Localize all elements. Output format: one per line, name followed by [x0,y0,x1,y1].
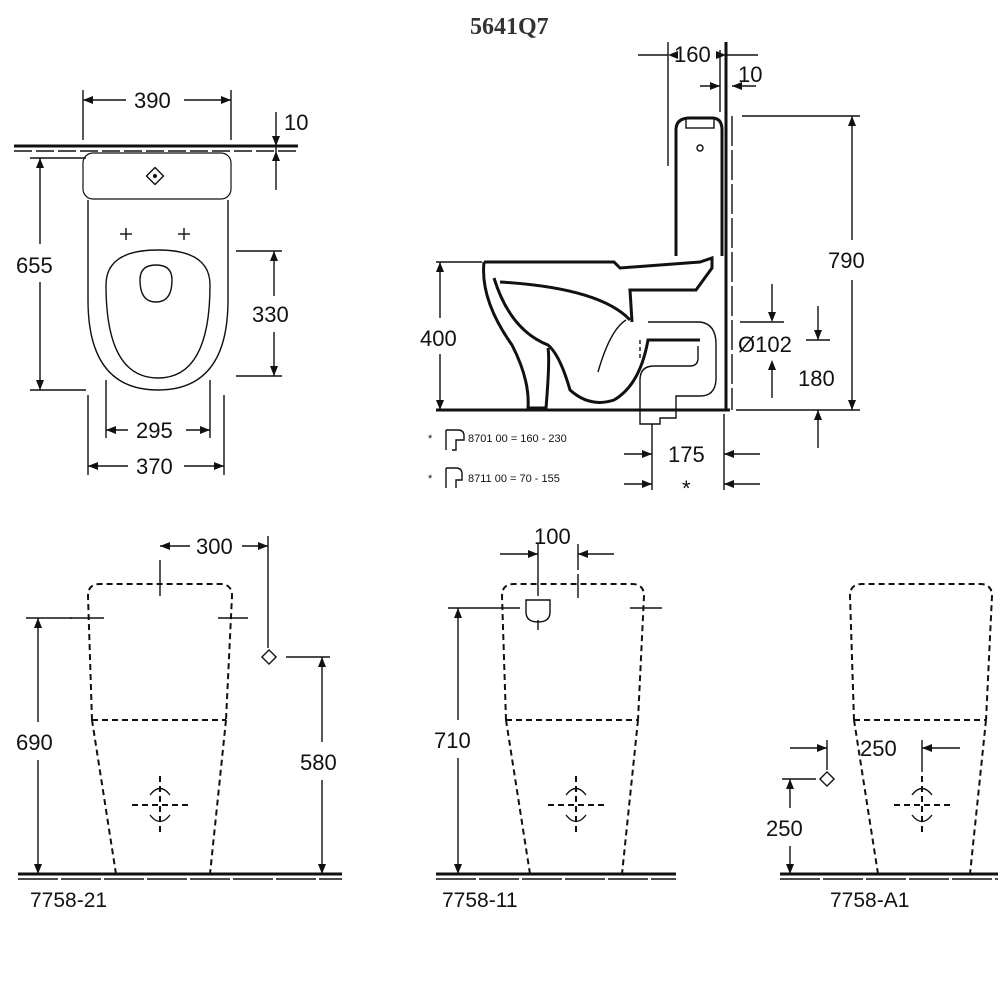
outlet-cross-icon [132,776,188,834]
dim-655: 655 [16,253,53,278]
note-1-asterisk: * [428,433,433,445]
dim-160: 160 [674,42,711,67]
outlet-cross-icon [548,776,604,834]
dim-710: 710 [434,728,471,753]
dim-175: 175 [668,442,705,467]
dim-370: 370 [136,454,173,479]
pipe-connector-short-icon [445,467,463,488]
flush-button-icon [145,166,165,186]
note-2-asterisk: * [428,473,433,485]
front-view-7758-21: 300 690 580 7758-21 [16,534,342,912]
fixing-cross-icon [120,228,190,240]
wall-inlet-icon [525,599,551,630]
note-2: 8711 00 = 70 - 155 [468,473,560,485]
note-1: 8701 00 = 160 - 230 [468,433,567,445]
dim-100: 100 [534,524,571,549]
dim-790: 790 [828,248,865,273]
outlet-cross-icon [894,776,950,834]
dim-390: 390 [134,88,171,113]
dim-diameter-102: Ø102 [738,332,792,357]
pipe-connector-icon [445,429,465,451]
front-view-7758-a1: 250 250 7758-A1 [766,583,998,912]
top-view: 390 10 655 330 295 370 [14,88,308,479]
dim-295: 295 [136,418,173,443]
dim-400: 400 [420,326,457,351]
dim-690: 690 [16,730,53,755]
model-code-7758-21: 7758-21 [30,889,107,912]
model-title: 5641Q7 [470,14,549,40]
dim-250-vertical: 250 [766,816,803,841]
dim-330: 330 [252,302,289,327]
dim-180: 180 [798,366,835,391]
dim-300: 300 [196,534,233,559]
front-view-7758-11: 100 710 7758-11 [434,524,676,912]
model-code-7758-11: 7758-11 [442,889,518,912]
dim-10-top: 10 [284,110,308,135]
model-code-7758-a1: 7758-A1 [830,889,909,912]
water-inlet-icon [260,648,278,666]
asterisk-marker: * [682,476,691,501]
dim-580: 580 [300,750,337,775]
dim-250-horizontal: 250 [860,736,897,761]
water-inlet-icon [818,770,836,788]
dim-10-side: 10 [738,62,762,87]
side-view: 160 10 790 400 Ø102 180 [420,42,865,501]
